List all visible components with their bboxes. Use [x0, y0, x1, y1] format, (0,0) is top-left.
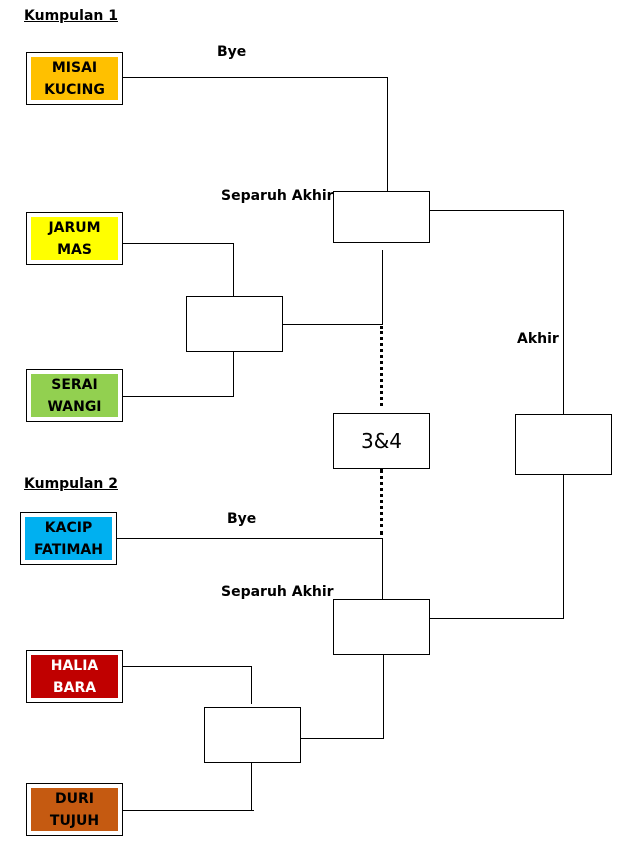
- bye-label-2: Bye: [227, 511, 257, 527]
- connector-line: [123, 666, 252, 667]
- team-name-line1: JARUM: [48, 219, 101, 236]
- connector-line: [117, 538, 383, 539]
- team-fill: DURI TUJUH: [31, 788, 118, 831]
- semi-final-box-2: [333, 599, 430, 655]
- team-misai-kucing: MISAI KUCING: [26, 52, 123, 105]
- group-title-1: Kumpulan 1: [24, 8, 118, 24]
- team-name-line2: FATIMAH: [34, 541, 103, 558]
- connector-line: [382, 538, 383, 599]
- team-name-line1: HALIA: [50, 657, 99, 674]
- connector-line: [383, 655, 384, 739]
- connector-line: [563, 475, 564, 618]
- bye-label-1: Bye: [217, 44, 247, 60]
- team-halia-bara: HALIA BARA: [26, 650, 123, 703]
- third-place-label: 3&4: [360, 429, 403, 453]
- dotted-connector: [380, 326, 383, 406]
- connector-line: [563, 210, 564, 414]
- quarter-final-box-1: [186, 296, 283, 352]
- team-name-line2: KUCING: [44, 81, 105, 98]
- connector-line: [430, 210, 564, 211]
- dotted-connector: [380, 469, 383, 535]
- semi-final-label-1: Separuh Akhir: [221, 188, 334, 204]
- connector-line: [123, 810, 254, 811]
- connector-line: [283, 324, 383, 325]
- team-fill: MISAI KUCING: [31, 57, 118, 100]
- team-name-line2: WANGI: [47, 398, 102, 415]
- connector-line: [382, 250, 383, 324]
- group-title-2: Kumpulan 2: [24, 476, 118, 492]
- team-fill: HALIA BARA: [31, 655, 118, 698]
- team-name-line2: MAS: [57, 241, 92, 258]
- team-name-line1: SERAI: [51, 376, 98, 393]
- team-name-line1: KACIP: [44, 519, 93, 536]
- quarter-final-box-2: [204, 707, 301, 763]
- team-fill: KACIP FATIMAH: [25, 517, 112, 560]
- team-fill: SERAI WANGI: [31, 374, 118, 417]
- connector-line: [387, 77, 388, 191]
- team-serai-wangi: SERAI WANGI: [26, 369, 123, 422]
- third-place-box: 3&4: [333, 413, 430, 469]
- team-kacip-fatimah: KACIP FATIMAH: [20, 512, 117, 565]
- connector-line: [123, 243, 234, 244]
- team-name-line1: DURI: [55, 790, 94, 807]
- final-label: Akhir: [517, 331, 559, 347]
- team-name-line1: MISAI: [51, 59, 98, 76]
- connector-line: [301, 738, 384, 739]
- connector-line: [251, 763, 252, 811]
- team-name-line2: TUJUH: [49, 812, 100, 829]
- semi-final-box-1: [333, 191, 430, 243]
- final-box: [515, 414, 612, 475]
- semi-final-label-2: Separuh Akhir: [221, 584, 334, 600]
- connector-line: [251, 666, 252, 704]
- connector-line: [123, 396, 234, 397]
- team-jarum-mas: JARUM MAS: [26, 212, 123, 265]
- connector-line: [233, 352, 234, 396]
- team-duri-tujuh: DURI TUJUH: [26, 783, 123, 836]
- team-fill: JARUM MAS: [31, 217, 118, 260]
- team-name-line2: BARA: [52, 679, 97, 696]
- connector-line: [233, 243, 234, 296]
- connector-line: [123, 77, 388, 78]
- connector-line: [430, 618, 564, 619]
